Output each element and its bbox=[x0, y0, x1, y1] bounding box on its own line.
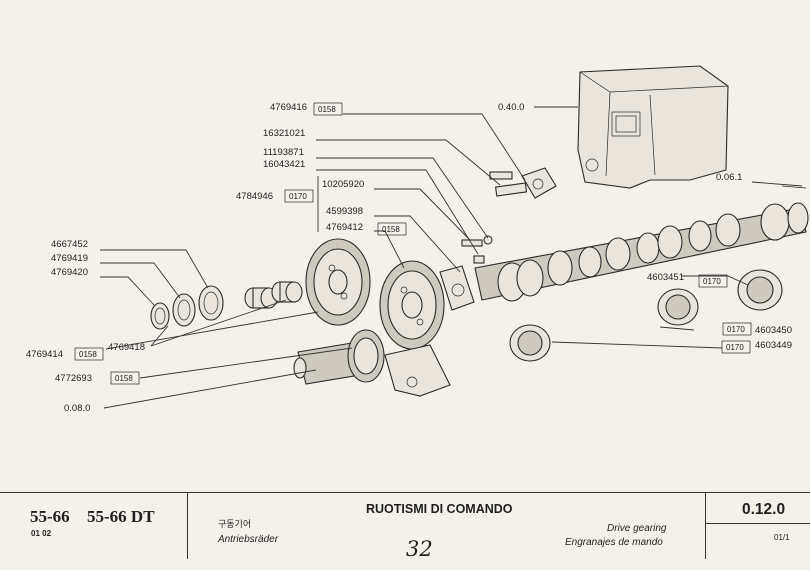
title-korean: 구동기어 bbox=[218, 520, 252, 530]
leader-lines bbox=[100, 106, 803, 409]
label-4769416: 4769416 bbox=[270, 102, 307, 113]
idler-gear-drawing bbox=[305, 238, 371, 326]
tag-4769412: 0158 bbox=[382, 225, 400, 234]
label-0-40-0: 0.40.0 bbox=[498, 102, 524, 113]
title-english: Drive gearing bbox=[607, 523, 667, 534]
title-italian: RUOTISMI DI COMANDO bbox=[366, 502, 513, 516]
crankshaft-gear-drawing bbox=[293, 329, 451, 397]
handwritten-page-number: 32 bbox=[406, 537, 433, 561]
title-german: Antriebsräder bbox=[218, 534, 279, 545]
divider bbox=[705, 493, 706, 559]
label-4769420: 4769420 bbox=[51, 267, 88, 278]
label-4603450: 4603450 bbox=[755, 325, 792, 336]
sheet-number: 01/1 bbox=[774, 533, 790, 542]
thrust-plate-drawing bbox=[439, 265, 475, 311]
tag-4603449: 0170 bbox=[726, 343, 744, 352]
divider bbox=[705, 523, 810, 524]
edition-code: 01 02 bbox=[31, 529, 52, 538]
label-4769419: 4769419 bbox=[51, 253, 88, 264]
tag-4772693: 0158 bbox=[115, 374, 133, 383]
title-block: 55-66 55-66 DT 01 02 구동기어 Antriebsräder … bbox=[0, 492, 810, 570]
label-16321021: 16321021 bbox=[263, 128, 305, 139]
model-number: 55-66 bbox=[30, 507, 70, 526]
tag-4784946: 0170 bbox=[289, 192, 307, 201]
divider bbox=[187, 493, 188, 559]
section-number: 0.12.0 bbox=[742, 501, 786, 518]
camshaft-drawing bbox=[474, 185, 809, 302]
label-11193871: 11193871 bbox=[263, 147, 304, 158]
tag-4603450: 0170 bbox=[727, 325, 745, 334]
title-spanish: Engranajes de mando bbox=[565, 537, 663, 548]
tappet-drawings bbox=[509, 269, 783, 362]
label-4769412: 4769412 bbox=[326, 222, 363, 233]
part-number-labels: 4769416 0158 0.40.0 16321021 11193871 16… bbox=[26, 102, 792, 414]
bushing-drawings bbox=[244, 281, 303, 309]
label-4667452: 4667452 bbox=[51, 239, 88, 250]
exploded-parts-diagram: 4769416 0158 0.40.0 16321021 11193871 16… bbox=[26, 65, 809, 414]
camshaft-gear-drawing bbox=[379, 260, 445, 350]
tag-4769416: 0158 bbox=[318, 105, 336, 114]
bolt-drawings bbox=[461, 167, 557, 264]
tag-4769414: 0158 bbox=[79, 350, 97, 359]
washer-drawings bbox=[150, 285, 224, 330]
tag-4603451: 0170 bbox=[703, 277, 721, 286]
label-16043421: 16043421 bbox=[263, 159, 305, 170]
label-4772693: 4772693 bbox=[55, 373, 92, 384]
label-0-06-1: 0.06.1 bbox=[716, 172, 742, 183]
model-number-dt: 55-66 DT bbox=[87, 507, 155, 526]
label-4603451: 4603451 bbox=[647, 272, 684, 283]
label-4599398: 4599398 bbox=[326, 206, 363, 217]
label-10205920: 10205920 bbox=[322, 179, 364, 190]
label-4603449: 4603449 bbox=[755, 340, 792, 351]
label-4769418: 4769418 bbox=[108, 342, 145, 353]
label-0-08-0: 0.08.0 bbox=[64, 403, 90, 414]
label-4769414: 4769414 bbox=[26, 349, 63, 360]
engine-block-drawing bbox=[577, 65, 729, 189]
label-4784946: 4784946 bbox=[236, 191, 273, 202]
